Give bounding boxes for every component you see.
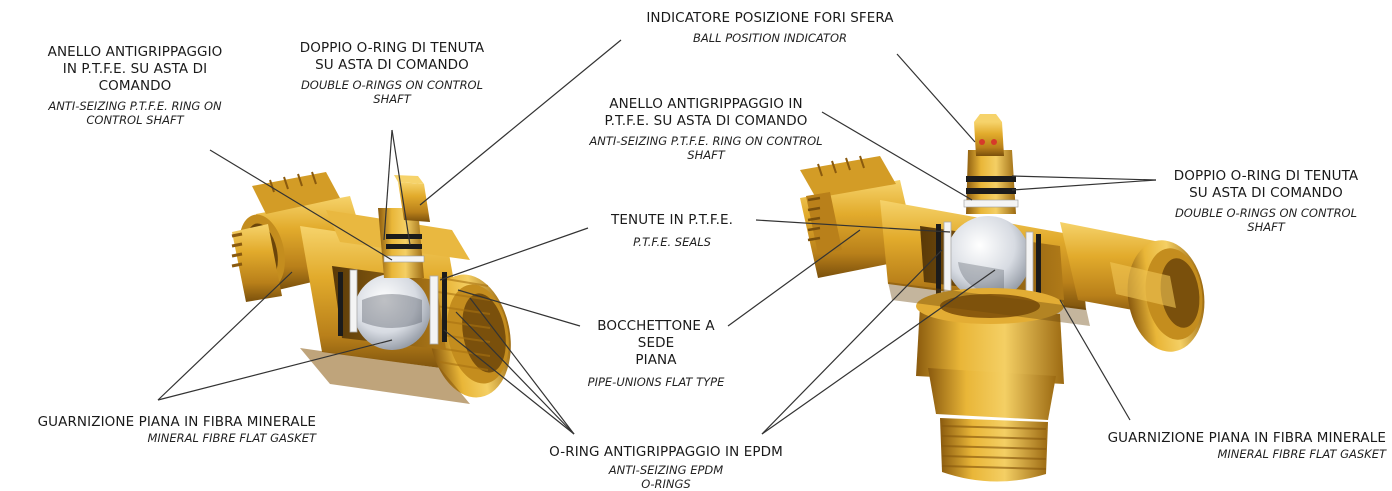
- anello-left-en-2: CONTROL SHAFT: [30, 113, 240, 127]
- bocchettone-it-2: PIANA: [578, 352, 734, 369]
- indicator-en: BALL POSITION INDICATOR: [590, 31, 950, 45]
- leader-guarnizione-left-1: [158, 272, 292, 400]
- anello-left-it-2: IN P.T.F.E. SU ASTA DI: [30, 61, 240, 78]
- label-anello-center: ANELLO ANTIGRIPPAGGIO IN P.T.F.E. SU AST…: [566, 96, 846, 162]
- doppio-right-en-1: DOUBLE O-RINGS ON CONTROL: [1150, 206, 1382, 220]
- leader-indicator: [897, 54, 975, 142]
- anello-center-en-1: ANTI-SEIZING P.T.F.E. RING ON CONTROL: [566, 134, 846, 148]
- anello-center-it-2: P.T.F.E. SU ASTA DI COMANDO: [566, 113, 846, 130]
- tenute-en: P.T.F.E. SEALS: [584, 235, 760, 249]
- doppio-left-it-2: SU ASTA DI COMANDO: [272, 57, 512, 74]
- leader-doppio-right-2: [1012, 180, 1156, 190]
- anello-left-it-1: ANELLO ANTIGRIPPAGGIO: [30, 44, 240, 61]
- leader-doppio-right-1: [1012, 176, 1156, 180]
- doppio-left-it-1: DOPPIO O-RING DI TENUTA: [272, 40, 512, 57]
- label-guarnizione-left: GUARNIZIONE PIANA IN FIBRA MINERALE MINE…: [2, 414, 316, 445]
- anello-center-en-2: SHAFT: [566, 148, 846, 162]
- tenute-it: TENUTE IN P.T.F.E.: [584, 212, 760, 229]
- anello-left-en-1: ANTI-SEIZING P.T.F.E. RING ON: [30, 99, 240, 113]
- label-tenute: TENUTE IN P.T.F.E. P.T.F.E. SEALS: [584, 212, 760, 249]
- indicator-it: INDICATORE POSIZIONE FORI SFERA: [590, 10, 950, 27]
- guarnizione-right-it: GUARNIZIONE PIANA IN FIBRA MINERALE: [1070, 430, 1386, 447]
- bocchettone-it-1: BOCCHETTONE A SEDE: [578, 318, 734, 352]
- label-guarnizione-right: GUARNIZIONE PIANA IN FIBRA MINERALE MINE…: [1070, 430, 1386, 461]
- guarnizione-right-en: MINERAL FIBRE FLAT GASKET: [1070, 447, 1386, 461]
- doppio-right-en-2: SHAFT: [1150, 220, 1382, 234]
- oring-epdm-en-2: O-RINGS: [540, 477, 792, 491]
- label-doppio-right: DOPPIO O-RING DI TENUTA SU ASTA DI COMAN…: [1150, 168, 1382, 234]
- doppio-right-it-1: DOPPIO O-RING DI TENUTA: [1150, 168, 1382, 185]
- leader-guarnizione-right: [1060, 300, 1130, 420]
- label-oring-epdm: O-RING ANTIGRIPPAGGIO IN EPDM ANTI-SEIZI…: [540, 444, 792, 491]
- anello-center-it-1: ANELLO ANTIGRIPPAGGIO IN: [566, 96, 846, 113]
- anello-left-it-3: COMANDO: [30, 78, 240, 95]
- guarnizione-left-it: GUARNIZIONE PIANA IN FIBRA MINERALE: [2, 414, 316, 431]
- label-indicator: INDICATORE POSIZIONE FORI SFERA BALL POS…: [590, 10, 950, 45]
- oring-epdm-en-1: ANTI-SEIZING EPDM: [540, 463, 792, 477]
- doppio-left-en-2: SHAFT: [272, 92, 512, 106]
- leader-oring-4: [762, 250, 942, 434]
- doppio-right-it-2: SU ASTA DI COMANDO: [1150, 185, 1382, 202]
- doppio-left-en-1: DOUBLE O-RINGS ON CONTROL: [272, 78, 512, 92]
- oring-epdm-it: O-RING ANTIGRIPPAGGIO IN EPDM: [540, 444, 792, 461]
- label-doppio-left: DOPPIO O-RING DI TENUTA SU ASTA DI COMAN…: [272, 40, 512, 106]
- label-bocchettone: BOCCHETTONE A SEDE PIANA PIPE-UNIONS FLA…: [578, 318, 734, 389]
- label-anello-left: ANELLO ANTIGRIPPAGGIO IN P.T.F.E. SU AST…: [30, 44, 240, 127]
- guarnizione-left-en: MINERAL FIBRE FLAT GASKET: [2, 431, 316, 445]
- bocchettone-en: PIPE-UNIONS FLAT TYPE: [578, 375, 734, 389]
